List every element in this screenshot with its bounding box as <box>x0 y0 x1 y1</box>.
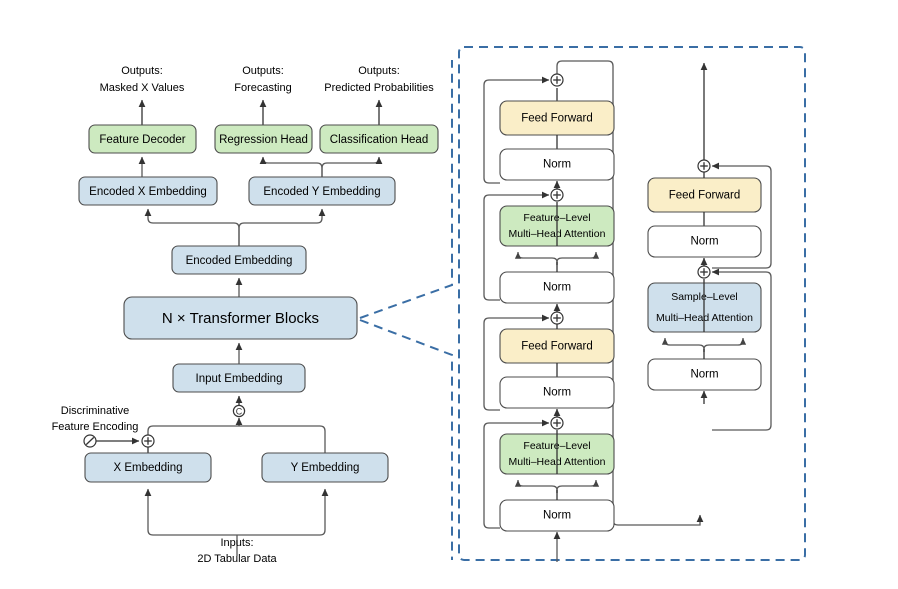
caption-discriminative-line2: Feature Encoding <box>52 421 139 433</box>
edge-encoded-y-to-classification <box>321 156 383 177</box>
node-norm-1[interactable]: Norm <box>499 271 615 304</box>
residual-add-right-bottom <box>697 265 711 279</box>
edge-encoded-embedding-to-x <box>144 208 240 246</box>
caption-inputs-line1-visible: Inputs: <box>220 537 253 549</box>
node-transformer-blocks[interactable]: N × Transformer Blocks <box>123 296 358 340</box>
caption-discriminative-line1: Discriminative <box>61 405 129 417</box>
node-norm-right-bottom-label: Norm <box>690 369 718 381</box>
node-norm-right-top[interactable]: Norm <box>647 225 762 258</box>
node-classification-head[interactable]: Classification Head <box>319 124 439 154</box>
node-norm-1-label: Norm <box>543 282 571 294</box>
edge-skip-attn-bottom <box>483 419 550 529</box>
edge-skip-attn-sample <box>711 268 772 431</box>
node-norm-right-top-label: Norm <box>690 236 718 248</box>
residual-add-4 <box>550 73 564 87</box>
caption-outputs-probs-line2: Predicted Probabilities <box>324 82 434 94</box>
node-encoded-y-embedding-label: Encoded Y Embedding <box>263 186 380 198</box>
node-feed-forward-top[interactable]: Feed Forward <box>499 100 615 136</box>
node-norm-0[interactable]: Norm <box>499 499 615 532</box>
encoding-source-icon <box>83 434 97 448</box>
dashed-leader-bottom <box>359 319 453 560</box>
caption-outputs-forecast-line2: Forecasting <box>234 82 291 94</box>
node-feed-forward-right[interactable]: Feed Forward <box>647 177 762 213</box>
residual-add-3 <box>550 188 564 202</box>
edge-skip-ff-right <box>711 162 772 269</box>
residual-add-2 <box>550 311 564 325</box>
concat-operator-glyph: C <box>236 406 243 416</box>
node-x-embedding[interactable]: X Embedding <box>84 452 212 483</box>
node-encoded-x-embedding-label: Encoded X Embedding <box>89 186 207 198</box>
detail-panel-border <box>458 46 806 561</box>
edge-qkv-left-top <box>514 251 558 265</box>
node-encoded-y-embedding[interactable]: Encoded Y Embedding <box>248 176 396 206</box>
node-input-embedding[interactable]: Input Embedding <box>172 363 306 393</box>
node-feed-forward-bottom-label: Feed Forward <box>521 341 593 353</box>
residual-add-1 <box>550 416 564 430</box>
edge-qkv-right-bottom <box>556 479 600 493</box>
caption-inputs-line2: 2D Tabular Data <box>197 553 277 565</box>
node-feature-decoder[interactable]: Feature Decoder <box>88 124 197 154</box>
node-norm-right-bottom[interactable]: Norm <box>647 358 762 391</box>
node-encoded-embedding-label: Encoded Embedding <box>186 255 293 267</box>
edge-skip-ff-bottom <box>483 314 550 411</box>
edge-skip-ff-top <box>483 76 550 184</box>
node-encoded-x-embedding[interactable]: Encoded X Embedding <box>78 176 218 206</box>
node-y-embedding-label: Y Embedding <box>291 462 360 474</box>
edge-inputs-bus <box>147 502 326 536</box>
edge-qkv-right-sample <box>703 337 747 352</box>
node-norm-0-label: Norm <box>543 510 571 522</box>
node-y-embedding[interactable]: Y Embedding <box>261 452 389 483</box>
caption-outputs-masked-line1: Outputs: <box>121 65 163 77</box>
node-feed-forward-top-label: Feed Forward <box>521 113 593 125</box>
node-transformer-blocks-label: N × Transformer Blocks <box>162 310 319 327</box>
node-norm-2[interactable]: Norm <box>499 148 615 181</box>
node-norm-0b[interactable]: Norm <box>499 376 615 409</box>
edge-encoded-embedding-to-y <box>238 208 326 246</box>
node-feed-forward-bottom[interactable]: Feed Forward <box>499 328 615 364</box>
edge-left-column-output-to-right-column <box>556 60 704 526</box>
node-norm-0b-label: Norm <box>543 387 571 399</box>
edge-qkv-left-sample <box>661 337 705 352</box>
concat-operator: C <box>232 404 246 418</box>
edge-qkv-left-bottom <box>514 479 558 493</box>
caption-outputs-forecast-line1: Outputs: <box>242 65 284 77</box>
node-feature-decoder-label: Feature Decoder <box>99 134 185 146</box>
node-regression-head[interactable]: Regression Head <box>214 124 313 154</box>
edge-qkv-right-top <box>556 251 600 265</box>
add-operator-discriminative <box>141 434 155 448</box>
caption-outputs-probs-line1: Outputs: <box>358 65 400 77</box>
node-regression-head-label: Regression Head <box>219 134 308 146</box>
caption-outputs-masked-line2: Masked X Values <box>100 82 185 94</box>
node-norm-2-label: Norm <box>543 159 571 171</box>
node-input-embedding-label: Input Embedding <box>196 373 283 385</box>
edge-skip-attn-top <box>483 191 550 301</box>
node-encoded-embedding[interactable]: Encoded Embedding <box>171 245 307 275</box>
node-feed-forward-right-label: Feed Forward <box>669 190 741 202</box>
node-classification-head-label: Classification Head <box>330 134 428 146</box>
node-x-embedding-label: X Embedding <box>113 462 182 474</box>
residual-add-right-top <box>697 159 711 173</box>
edge-embedding-merge-bus <box>147 425 326 453</box>
dashed-leader-top <box>359 60 453 319</box>
edge-encoded-y-to-regression <box>259 156 323 177</box>
